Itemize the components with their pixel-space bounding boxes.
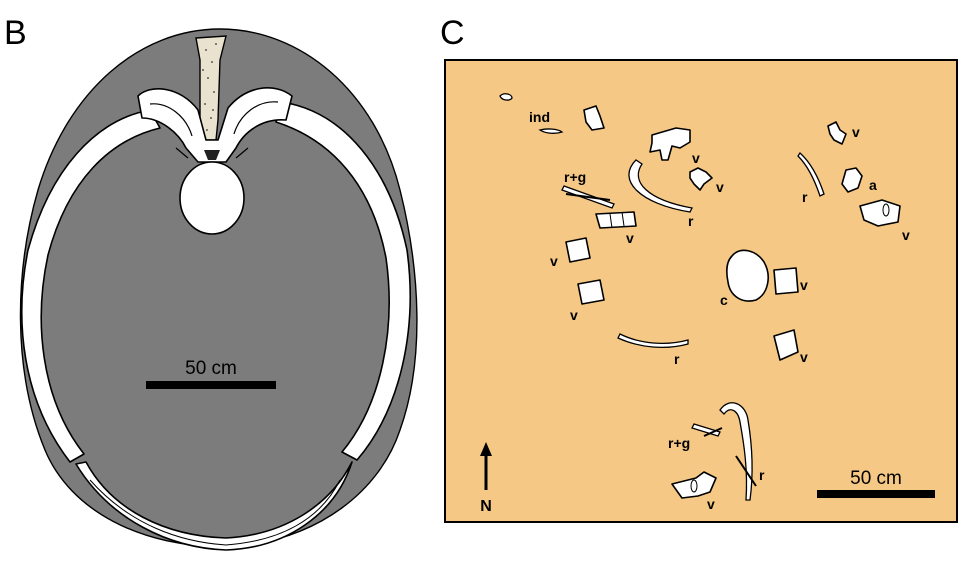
north-label: N — [480, 498, 492, 515]
label-v-left2: v — [550, 253, 558, 269]
vertebra-left-1-detail — [609, 211, 625, 229]
label-v-top1: v — [692, 150, 700, 166]
vertebra-left-3 — [577, 279, 605, 305]
vertebral-arch-detail — [149, 101, 279, 159]
label-ind: ind — [529, 109, 550, 125]
vertebra-center-right — [773, 267, 799, 295]
panel-c-letter: C — [440, 14, 465, 52]
panel-b-scale-line — [146, 381, 276, 389]
rib-arc-center — [628, 159, 693, 213]
vertebral-centrum — [179, 161, 245, 235]
vertebra-top-center — [649, 127, 691, 161]
vertebra-bottom — [671, 471, 717, 499]
bone-irregular-top — [583, 105, 605, 131]
label-r-lower: r — [674, 351, 680, 367]
panel-b-letter: B — [4, 14, 27, 52]
north-arrow: N — [480, 442, 492, 515]
right-rib — [275, 101, 411, 461]
label-rg-top: r+g — [564, 169, 586, 185]
bone-c — [726, 249, 769, 302]
label-v-left1: v — [626, 230, 634, 246]
label-v-bottom: v — [707, 496, 715, 512]
panel-b-scale-bar: 50 cm — [146, 358, 276, 389]
label-v-left3: v — [570, 307, 578, 323]
label-r-arc: r — [688, 213, 694, 229]
vertebra-lower-right — [773, 329, 799, 361]
vertebra-right-mid — [859, 199, 901, 227]
label-a: a — [869, 177, 877, 193]
rib-right — [797, 152, 825, 197]
label-r-bottom: r — [759, 467, 765, 483]
left-rib — [21, 109, 161, 463]
vertebra-bottom-detail — [690, 479, 698, 493]
bone-small-top-left — [499, 93, 513, 101]
vertebra-left-1 — [595, 211, 637, 229]
neural-spine — [195, 35, 227, 141]
label-v-center: v — [800, 277, 808, 293]
rib-bottom-cross — [735, 455, 757, 487]
label-rg-bottom: r+g — [668, 435, 690, 451]
panel-c-scale-label: 50 cm — [850, 468, 902, 489]
neural-canal — [204, 150, 220, 160]
panel-c-scale-bar: 50 cm — [817, 468, 935, 498]
panel-c-excavation-map: ind r+g v v r v v v v r a v c v r v r+g … — [444, 59, 958, 523]
label-r-right: r — [802, 189, 808, 205]
north-arrow-head — [480, 442, 492, 456]
neural-spine-texture — [202, 43, 217, 131]
label-v-lower-right: v — [800, 349, 808, 365]
vertebra-small-center — [689, 167, 713, 191]
rib-bottom-curved — [719, 402, 753, 501]
label-v-right-mid: v — [902, 227, 910, 243]
map-frame — [444, 59, 958, 523]
bone-right-top — [827, 121, 847, 145]
plastron — [75, 461, 353, 551]
vertebra-left-2 — [565, 237, 591, 263]
rib-rg-bottom-2 — [703, 427, 723, 437]
rib-lower-center — [617, 333, 689, 348]
vertebra-right-mid-detail — [882, 203, 890, 217]
rib-rg-top-2 — [565, 193, 611, 201]
panel-b-scale-label: 50 cm — [185, 358, 237, 379]
vertebral-arch — [137, 87, 293, 163]
bone-ind-fragment — [538, 128, 564, 134]
plastron-inner-line — [89, 479, 341, 546]
label-v-top2: v — [716, 179, 724, 195]
label-v-right-top: v — [852, 124, 860, 140]
label-c: c — [720, 292, 728, 308]
panel-c-scale-line — [817, 490, 935, 498]
panel-b-shell-cross-section — [19, 28, 418, 551]
bone-a — [841, 167, 863, 193]
